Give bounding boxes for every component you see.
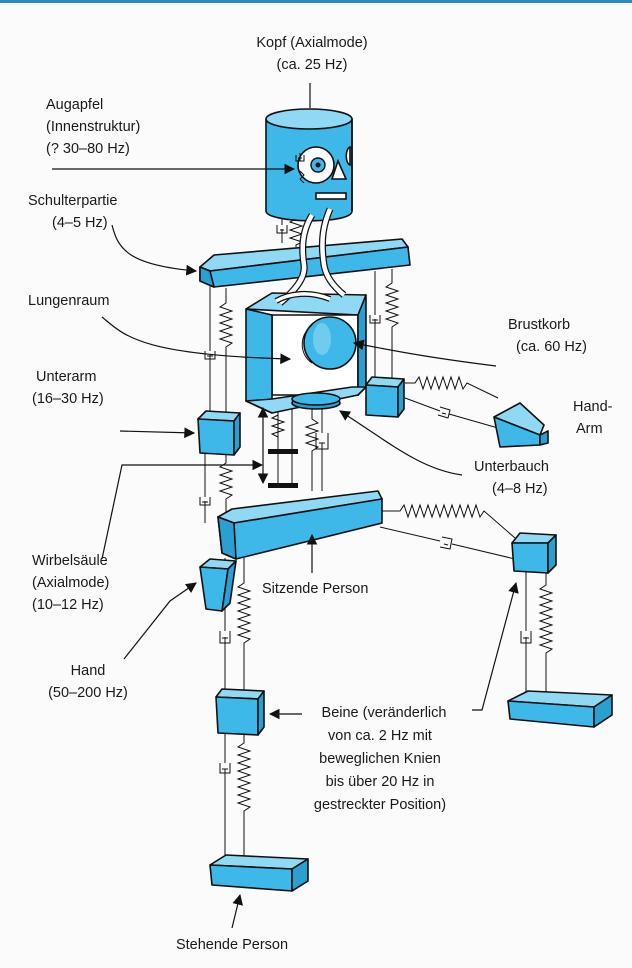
thorax <box>245 292 367 414</box>
label-hand-2: (50–200 Hz) <box>48 685 128 701</box>
label-abdomen-2: (4–8 Hz) <box>492 481 548 497</box>
pointer-lines <box>52 83 519 929</box>
label-shoulder-2: (4–5 Hz) <box>52 215 108 231</box>
label-head-2: (ca. 25 Hz) <box>277 57 348 73</box>
label-legs-5: gestreckter Position) <box>314 797 446 813</box>
label-eyeball-1: Augapfel <box>46 97 103 113</box>
seated-foot <box>507 690 613 728</box>
knee-box <box>215 688 265 736</box>
label-shoulder-1: Schulterpartie <box>28 193 117 209</box>
forearm-box <box>197 410 241 456</box>
trachea-tube <box>274 207 347 306</box>
label-lung: Lungenraum <box>28 293 109 309</box>
label-legs-2: von ca. 2 Hz mit <box>328 728 432 744</box>
label-spine-2: (Axialmode) <box>32 575 109 591</box>
label-standing: Stehende Person <box>176 937 288 953</box>
label-legs-3: beweglichen Knien <box>319 751 441 767</box>
label-hand-1: Hand <box>71 663 106 679</box>
label-eyeball-2: (Innenstruktur) <box>46 119 140 135</box>
label-legs-4: bis über 20 Hz in <box>326 774 435 790</box>
label-spine-3: (10–12 Hz) <box>32 597 104 613</box>
label-handarm-1: Hand- <box>573 399 613 415</box>
label-chest-1: Brustkorb <box>508 317 570 333</box>
right-leg-box <box>511 532 557 574</box>
label-abdomen-1: Unterbauch <box>474 459 549 475</box>
label-seated: Sitzende Person <box>262 581 368 597</box>
label-spine-1: Wirbelsäule <box>32 553 108 569</box>
hand-block <box>199 558 237 612</box>
label-forearm-2: (16–30 Hz) <box>32 391 104 407</box>
label-head-1: Kopf (Axialmode) <box>256 35 367 51</box>
label-chest-2: (ca. 60 Hz) <box>516 339 587 355</box>
human-vibration-model: Kopf (Axialmode) (ca. 25 Hz) Augapfel (I… <box>28 35 613 953</box>
label-handarm-2: Arm <box>576 421 603 437</box>
label-legs-1: Beine (veränderlich <box>322 705 447 721</box>
label-eyeball-3: (? 30–80 Hz) <box>46 141 130 157</box>
labels: Kopf (Axialmode) (ca. 25 Hz) Augapfel (I… <box>28 35 613 953</box>
standing-foot <box>209 854 309 892</box>
head <box>265 108 353 222</box>
hand-box-upper <box>365 376 405 418</box>
spine-discs <box>257 406 298 488</box>
label-forearm-1: Unterarm <box>36 369 96 385</box>
hand-arm-block <box>493 402 549 448</box>
pelvis-bar <box>217 490 383 560</box>
